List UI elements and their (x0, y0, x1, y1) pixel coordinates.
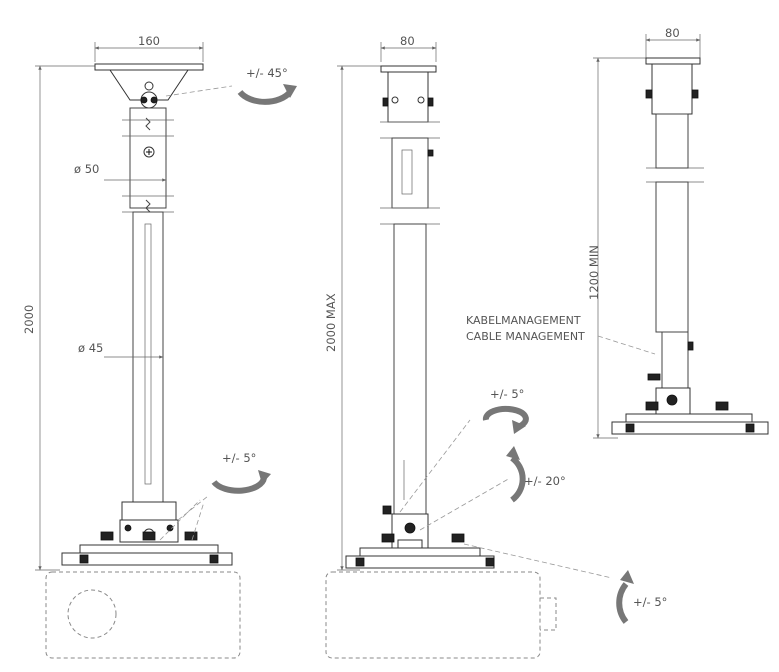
short-projector-plate (611, 421, 769, 435)
cable-label-de: KABELMANAGEMENT (466, 314, 581, 327)
side-width-label: 80 (400, 34, 415, 48)
side-projector-outline (325, 571, 541, 659)
tilt-5-arrow (616, 582, 629, 624)
spin-arrow (482, 405, 529, 429)
side-view: 80 2000 MAX (324, 34, 667, 659)
short-tube (655, 181, 689, 333)
side-outer-tube (391, 137, 429, 209)
tilt-20-label: +/- 20° (524, 474, 566, 488)
outer-tube (129, 107, 167, 209)
spin-5-label: +/- 5° (490, 387, 524, 401)
projector-lens (67, 589, 117, 639)
side-inner-tube (393, 223, 427, 515)
rotation-45-label: +/- 45° (246, 66, 288, 80)
short-view: 80 1200 MIN KABELMANAGEMENT CABLE MANAGE… (466, 26, 769, 439)
tilt-20-arrow (510, 455, 526, 503)
rotation-5-front-label: +/- 5° (222, 451, 256, 465)
front-height-label: 2000 (22, 305, 36, 334)
diameter-50-label: ø 50 (74, 162, 99, 176)
projector-outline (45, 571, 241, 659)
front-view: 160 2000 ø 50 ø 45 (22, 34, 297, 659)
short-height-label: 1200 MIN (587, 245, 601, 300)
rotation-arrow-top (237, 89, 293, 105)
side-projector-plate (345, 555, 495, 569)
ceiling-plate (94, 63, 204, 71)
short-width-label: 80 (665, 26, 680, 40)
cable-label-en: CABLE MANAGEMENT (466, 330, 585, 343)
diameter-45-label: ø 45 (78, 341, 103, 355)
rotation-arrow-bottom (211, 477, 267, 494)
front-width-label: 160 (138, 34, 160, 48)
tilt-5-label: +/- 5° (633, 595, 667, 609)
side-height-label: 2000 MAX (324, 293, 338, 352)
projector-plate (61, 552, 233, 566)
